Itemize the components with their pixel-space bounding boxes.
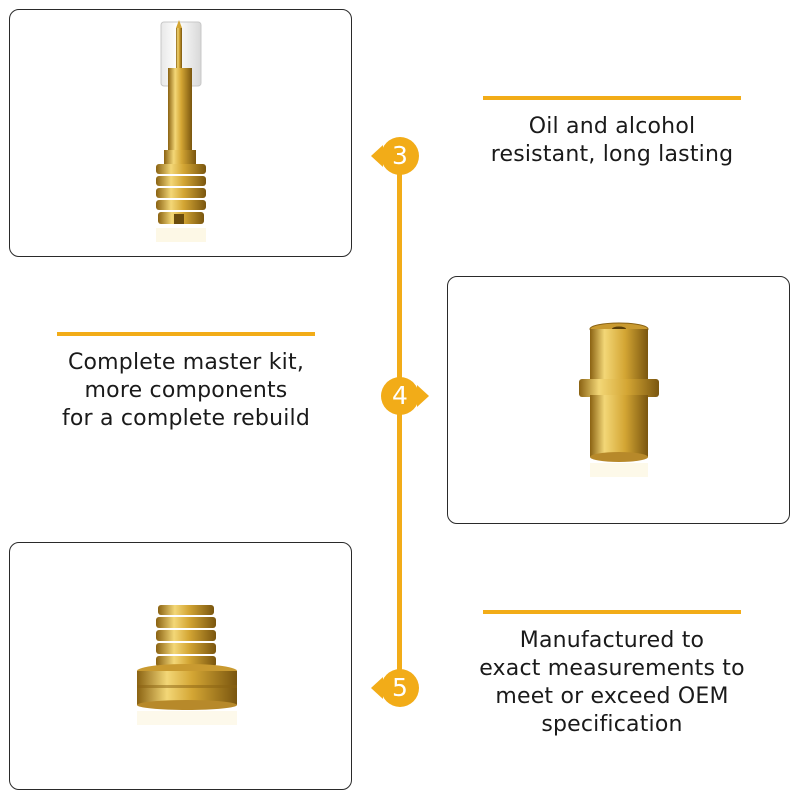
step-3-badge: 3 [381, 137, 419, 175]
step-4-pointer-icon [417, 385, 429, 407]
caption-line: Oil and alcohol [528, 114, 696, 139]
caption-line: exact measurements to [479, 656, 745, 681]
timeline-bar [397, 150, 402, 690]
caption-divider [483, 610, 741, 614]
caption-line: for a complete rebuild [61, 406, 311, 431]
step-3-pointer-icon [371, 145, 383, 167]
step-4-badge: 4 [381, 377, 419, 415]
emulsion-tube-image [579, 322, 659, 477]
step-5-badge: 5 [381, 669, 419, 707]
needle-valve-image [156, 20, 206, 242]
step-3-caption: Oil and alcohol resistant, long lasting [440, 113, 784, 169]
caption-line: specification [541, 712, 683, 737]
caption-line: Manufactured to [519, 628, 705, 653]
caption-divider [57, 332, 315, 336]
caption-line: Complete master kit, [67, 350, 305, 375]
caption-divider [483, 96, 741, 100]
caption-line: resistant, long lasting [490, 142, 734, 167]
caption-line: more components [84, 378, 288, 403]
caption-line: meet or exceed OEM [495, 684, 729, 709]
step-5-pointer-icon [371, 677, 383, 699]
photo-panel-needle-valve [9, 9, 352, 257]
photo-panel-main-jet [9, 542, 352, 790]
step-5-caption: Manufactured to exact measurements to me… [440, 627, 784, 739]
step-4-caption: Complete master kit, more components for… [14, 349, 358, 433]
photo-panel-emulsion-tube [447, 276, 790, 524]
main-jet-image [137, 605, 237, 725]
